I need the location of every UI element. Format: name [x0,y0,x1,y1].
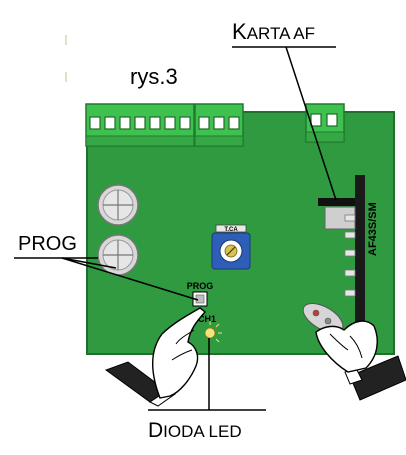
prog-button-label: PROG [187,281,214,291]
terminal-block-middle [194,103,244,147]
terminal-block-left [85,103,195,147]
capacitor-top [97,184,139,226]
prog-callout-label: PROG [18,233,77,255]
prog-leader-capacitor [61,257,117,269]
terminal-block-antenna [305,103,345,143]
led-ch1: CH1 [198,314,222,343]
left-hand [104,307,207,407]
karta-label: KARTA AF [232,19,315,44]
capacitor-bottom [97,234,139,276]
karta-leader [285,46,337,201]
card-label: AF43S/SM [367,202,379,256]
trimmer: T.CA [211,224,251,270]
callout-karta-af: KARTA AF [232,19,337,201]
prog-leader-board [61,257,199,301]
led-label: CH1 [198,314,216,324]
callout-dioda-led: DIODA LED [148,338,266,442]
dioda-label: DIODA LED [148,419,242,442]
trimmer-label: T.CA [224,227,238,233]
callout-prog: PROG [14,233,199,301]
card-connector [318,198,355,206]
card-body [355,175,365,335]
figure-title: rys.3 [130,64,178,89]
radio-card: AF43S/SM [318,175,379,335]
right-hand [315,320,406,401]
